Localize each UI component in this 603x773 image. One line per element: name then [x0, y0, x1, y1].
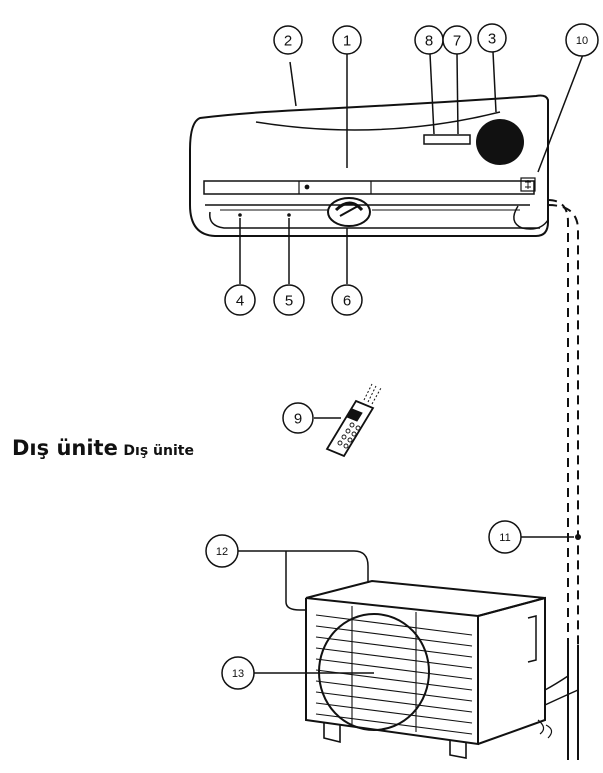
- callout-number-13: 13: [232, 668, 244, 680]
- outdoor-grille: [315, 606, 473, 735]
- callout-markers: [205, 23, 599, 690]
- callout-11: [488, 520, 522, 554]
- leader-lines: [236, 51, 585, 674]
- caption-primary: Dış ünite: [12, 436, 118, 460]
- callout-number-11: 11: [499, 532, 510, 544]
- callout-number-9: 9: [294, 411, 302, 428]
- callout-number-10: 10: [576, 35, 588, 47]
- callout-number-12: 12: [216, 546, 228, 558]
- sensor-disc: [476, 119, 524, 165]
- callout-4: [224, 284, 256, 316]
- callout-number-8: 8: [425, 33, 433, 50]
- outdoor-unit-caption: Dış ünite Dış ünite: [12, 436, 194, 460]
- callout-number-6: 6: [343, 293, 351, 310]
- callout-number-4: 4: [236, 293, 244, 310]
- callout-number-7: 7: [453, 33, 461, 50]
- callout-6: [331, 284, 363, 316]
- callout-number-2: 2: [284, 33, 292, 50]
- callout-10: [565, 23, 599, 57]
- callout-13: [221, 656, 255, 690]
- connecting-pipe: [547, 199, 579, 760]
- callout-12: [205, 534, 239, 568]
- outdoor-unit: [305, 579, 579, 759]
- callout-numbers: 2 1 8 7 3 10 4 5 6 9 11 12 13: [216, 31, 588, 681]
- outdoor-fan: [318, 613, 430, 731]
- indoor-unit: [189, 94, 549, 237]
- callout-number-1: 1: [343, 33, 351, 50]
- remote-control: [325, 383, 382, 458]
- callout-number-3: 3: [488, 31, 496, 48]
- callout-7: [442, 25, 472, 55]
- callout-number-5: 5: [285, 293, 293, 310]
- callout-1: [332, 25, 362, 55]
- callout-3: [477, 23, 507, 53]
- callout-9: [282, 402, 314, 434]
- caption-secondary: Dış ünite: [123, 443, 194, 459]
- callout-5: [273, 284, 305, 316]
- callout-2: [273, 25, 303, 55]
